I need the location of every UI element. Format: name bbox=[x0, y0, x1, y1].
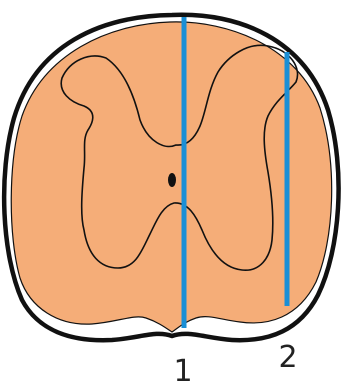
cut-line-2-label: 2 bbox=[278, 340, 297, 375]
central-canal bbox=[168, 173, 176, 187]
cut-line-1-label: 1 bbox=[173, 354, 192, 385]
